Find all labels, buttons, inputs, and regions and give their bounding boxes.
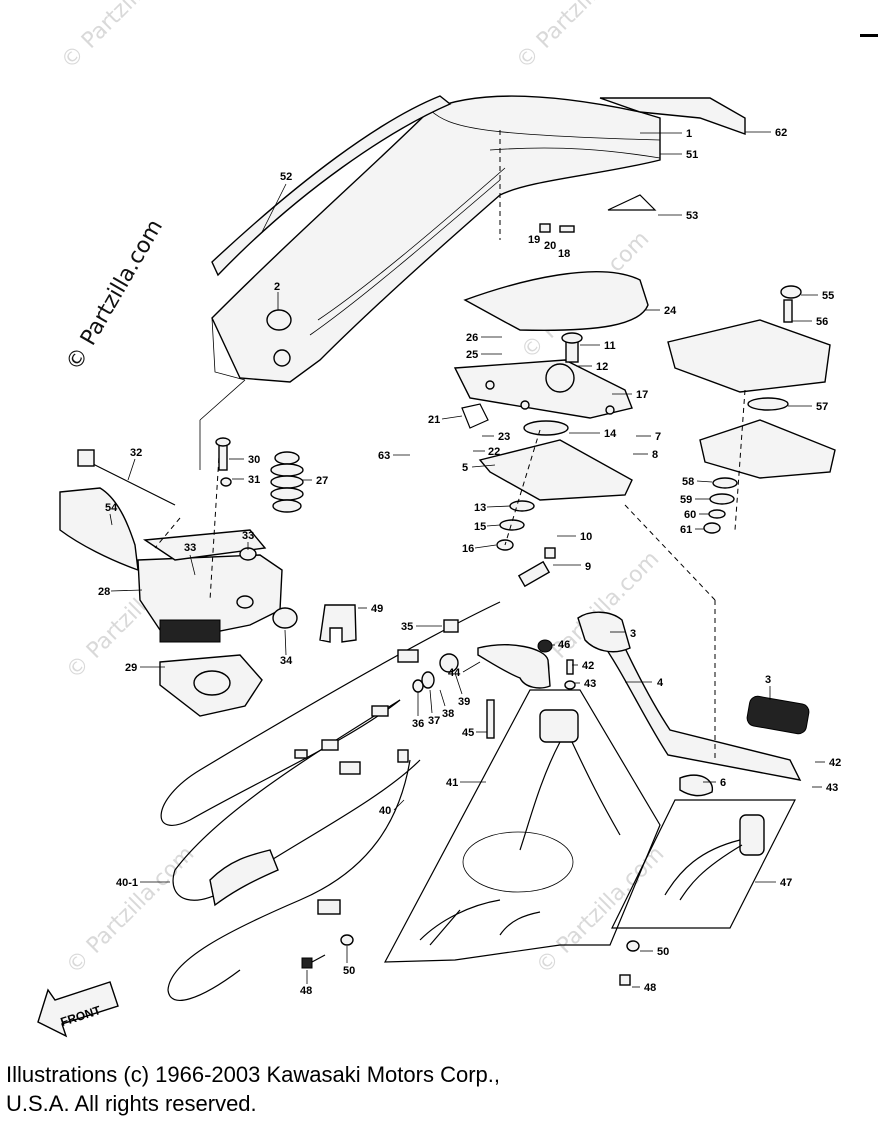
callout-48a: 48	[300, 985, 312, 997]
callout-45: 45	[462, 727, 474, 739]
seat-cover	[211, 95, 661, 383]
callout-18: 18	[558, 248, 570, 260]
callout-15: 15	[474, 521, 486, 533]
callout-48b: 48	[644, 982, 656, 994]
callout-58: 58	[682, 476, 694, 488]
callout-9: 9	[585, 561, 591, 573]
callout-53: 53	[686, 210, 698, 222]
corner-mark	[860, 34, 878, 37]
spring-27	[270, 451, 304, 513]
callout-50a: 50	[343, 965, 355, 977]
callout-50b: 50	[657, 946, 669, 958]
callout-3b: 3	[765, 674, 771, 686]
callout-60: 60	[684, 509, 696, 521]
callout-62: 62	[775, 127, 787, 139]
callout-8: 8	[652, 449, 658, 461]
callout-49: 49	[371, 603, 383, 615]
callout-43a: 43	[584, 678, 596, 690]
callout-59: 59	[680, 494, 692, 506]
callout-2: 2	[274, 281, 280, 293]
callout-56: 56	[816, 316, 828, 328]
callout-6: 6	[720, 777, 726, 789]
callout-63: 63	[378, 450, 390, 462]
callout-23: 23	[498, 431, 510, 443]
callout-14: 14	[604, 428, 617, 440]
callout-33b: 33	[242, 530, 254, 542]
callout-4: 4	[657, 677, 664, 689]
callout-21: 21	[428, 414, 440, 426]
callout-47: 47	[780, 877, 792, 889]
callout-29: 29	[125, 662, 137, 674]
callout-35: 35	[401, 621, 413, 633]
callout-51: 51	[686, 149, 698, 161]
callout-41: 41	[446, 777, 458, 789]
callout-30: 30	[248, 454, 260, 466]
callout-40-1: 40-1	[116, 877, 138, 889]
callout-34: 34	[280, 655, 293, 667]
callout-55: 55	[822, 290, 834, 302]
copyright-line-1: Illustrations (c) 1966-2003 Kawasaki Mot…	[6, 1062, 500, 1087]
callout-42a: 42	[582, 660, 594, 672]
callout-38: 38	[442, 708, 454, 720]
watermark-faint: © Partzilla.com	[57, 0, 195, 74]
callout-36: 36	[412, 718, 424, 730]
callout-13: 13	[474, 502, 486, 514]
callout-40: 40	[379, 805, 391, 817]
callout-26: 26	[466, 332, 478, 344]
copyright-line-2: U.S.A. All rights reserved.	[6, 1091, 257, 1116]
callout-12: 12	[596, 361, 608, 373]
callout-61: 61	[680, 524, 692, 536]
front-arrow: FRONT	[37, 981, 119, 1038]
callout-16: 16	[462, 543, 474, 555]
callout-39: 39	[458, 696, 470, 708]
callout-57: 57	[816, 401, 828, 413]
callout-31: 31	[248, 474, 260, 486]
callout-27: 27	[316, 475, 328, 487]
callout-54: 54	[105, 502, 118, 514]
callout-22: 22	[488, 446, 500, 458]
callouts: 1 2 3 3 4 5 6 7 8 9 10 11 12 13 14 15 16…	[98, 127, 841, 997]
callout-32: 32	[130, 447, 142, 459]
copyright-footer: Illustrations (c) 1966-2003 Kawasaki Mot…	[6, 1060, 500, 1118]
callout-52: 52	[280, 171, 292, 183]
callout-5: 5	[462, 462, 468, 474]
exploded-parts-diagram: © Partzilla.com © Partzilla.com © Partzi…	[37, 0, 841, 1038]
callout-3: 3	[630, 628, 636, 640]
callout-20: 20	[544, 240, 556, 252]
callout-1: 1	[686, 128, 692, 140]
watermark-faint: © Partzilla.com	[512, 0, 650, 74]
callout-19: 19	[528, 234, 540, 246]
callout-7: 7	[655, 431, 661, 443]
callout-28: 28	[98, 586, 110, 598]
callout-11: 11	[604, 340, 616, 352]
callout-24: 24	[664, 305, 677, 317]
callout-25: 25	[466, 349, 478, 361]
callout-10: 10	[580, 531, 592, 543]
watermark-faint: © Partzilla.com	[532, 842, 670, 980]
callout-37: 37	[428, 715, 440, 727]
callout-33a: 33	[184, 542, 196, 554]
callout-17: 17	[636, 389, 648, 401]
callout-46: 46	[558, 639, 570, 651]
callout-44: 44	[448, 667, 461, 679]
watermark-faint: © Partzilla.com	[62, 842, 200, 980]
watermark-main: © Partzilla.com	[62, 215, 169, 375]
callout-42b: 42	[829, 757, 841, 769]
callout-43b: 43	[826, 782, 838, 794]
